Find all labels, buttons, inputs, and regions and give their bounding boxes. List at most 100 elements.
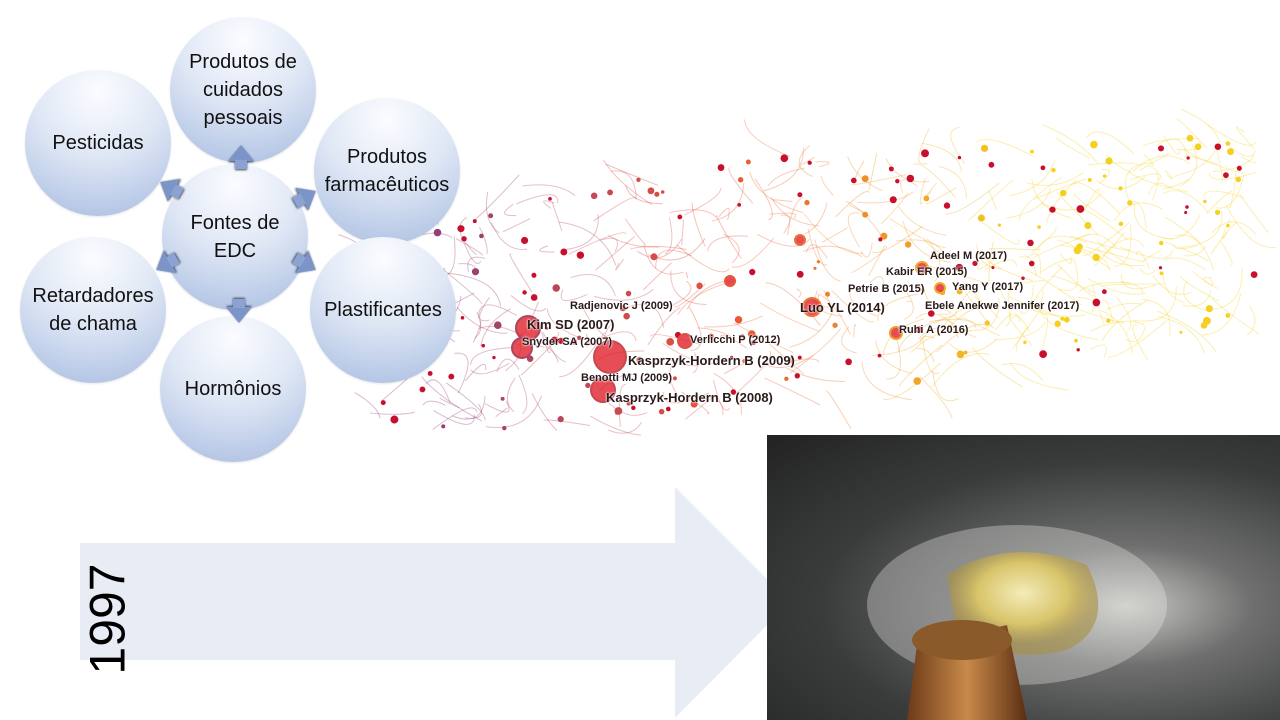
citation-node — [972, 260, 978, 266]
citation-edge — [1086, 131, 1135, 154]
citation-edge — [1015, 326, 1029, 352]
citation-edge — [929, 265, 990, 285]
citation-node — [904, 241, 912, 248]
citation-node — [696, 282, 703, 290]
citation-edge — [1106, 153, 1132, 173]
citation-edge — [977, 258, 996, 270]
citation-node — [708, 333, 714, 340]
citation-edge — [502, 218, 531, 233]
citation-node — [963, 350, 968, 355]
citation-edge — [1103, 299, 1114, 324]
citation-edge — [723, 360, 748, 375]
citation-node — [1063, 316, 1070, 323]
citation-edge — [433, 410, 475, 425]
citation-edge — [1203, 190, 1245, 199]
citation-node — [1054, 320, 1061, 327]
citation-edge — [889, 217, 946, 249]
citation-edge — [1215, 144, 1223, 184]
citation-edge — [546, 308, 597, 344]
citation-edge — [981, 221, 1020, 245]
citation-node — [796, 270, 804, 278]
citation-edge — [479, 296, 490, 322]
citation-edge — [1156, 310, 1217, 353]
citation-edge — [1152, 167, 1159, 201]
citation-edge — [1201, 293, 1242, 336]
citation-edge — [1139, 268, 1156, 275]
citation-edge — [1088, 162, 1139, 166]
citation-edge — [669, 359, 701, 367]
citation-edge — [1163, 135, 1181, 155]
citation-hub-node — [934, 282, 946, 294]
citation-node — [955, 263, 964, 272]
citation-edge — [954, 287, 974, 320]
citation-edge — [1041, 124, 1098, 163]
citation-node — [1076, 205, 1085, 213]
citation-edge — [1101, 310, 1134, 354]
citation-edge — [518, 374, 528, 415]
citation-node — [654, 191, 660, 197]
citation-node — [797, 192, 803, 198]
citation-node — [1040, 165, 1046, 171]
citation-edge — [1162, 271, 1186, 304]
citation-node — [1105, 157, 1113, 165]
citation-edge — [688, 306, 702, 351]
citation-edge — [664, 217, 673, 255]
citation-edge — [455, 238, 484, 256]
citation-node — [1203, 199, 1207, 204]
citation-edge — [918, 128, 930, 165]
node-label: Ebele Anekwe Jennifer (2017) — [925, 300, 1080, 312]
citation-edge — [1184, 155, 1219, 166]
citation-edge — [1087, 277, 1146, 295]
citation-edge — [874, 340, 913, 375]
citation-edge — [568, 232, 627, 255]
node-label: Ruhi A (2016) — [899, 324, 969, 336]
citation-edge — [1077, 296, 1095, 314]
citation-edge — [1120, 273, 1157, 290]
citation-node — [1214, 143, 1222, 151]
node-label: Luo YL (2014) — [800, 300, 885, 315]
citation-node — [658, 408, 665, 415]
citation-edge — [1164, 169, 1174, 180]
citation-edge — [531, 392, 558, 431]
citation-node — [1118, 186, 1123, 191]
citation-node — [493, 321, 502, 330]
citation-node — [550, 336, 559, 345]
citation-edge — [798, 144, 813, 178]
citation-edge — [1241, 156, 1257, 164]
citation-edge — [1034, 178, 1087, 200]
citation-edge — [767, 167, 805, 187]
citation-edge — [976, 244, 1002, 269]
citation-edge — [921, 142, 963, 172]
citation-node — [531, 272, 537, 278]
citation-edge — [731, 237, 774, 268]
citation-node — [861, 175, 869, 183]
citation-edge — [1183, 147, 1244, 175]
citation-edge — [670, 270, 707, 306]
citation-node — [1118, 221, 1124, 227]
citation-node — [797, 355, 802, 360]
citation-edge — [803, 213, 864, 254]
citation-edge — [1162, 190, 1210, 214]
citation-node — [570, 338, 577, 345]
citation-edge — [1008, 311, 1033, 346]
citation-edge — [756, 233, 810, 247]
citation-edge — [950, 127, 966, 164]
citation-edge — [692, 352, 698, 374]
citation-edge — [1074, 192, 1111, 223]
citation-edge — [1097, 238, 1134, 270]
citation-edge — [543, 200, 555, 209]
citation-edge — [447, 272, 502, 307]
citation-node — [877, 353, 882, 358]
citation-edge — [1142, 249, 1162, 262]
citation-edge — [1128, 171, 1189, 193]
citation-edge — [938, 165, 967, 199]
citation-node — [717, 164, 725, 171]
node-label: Snyder SA (2007) — [522, 336, 613, 348]
citation-edge — [919, 178, 926, 205]
citation-node — [615, 411, 619, 415]
citation-node — [636, 356, 643, 364]
citation-node — [590, 192, 598, 200]
citation-edge — [1031, 227, 1057, 253]
citation-edge — [1133, 202, 1173, 240]
